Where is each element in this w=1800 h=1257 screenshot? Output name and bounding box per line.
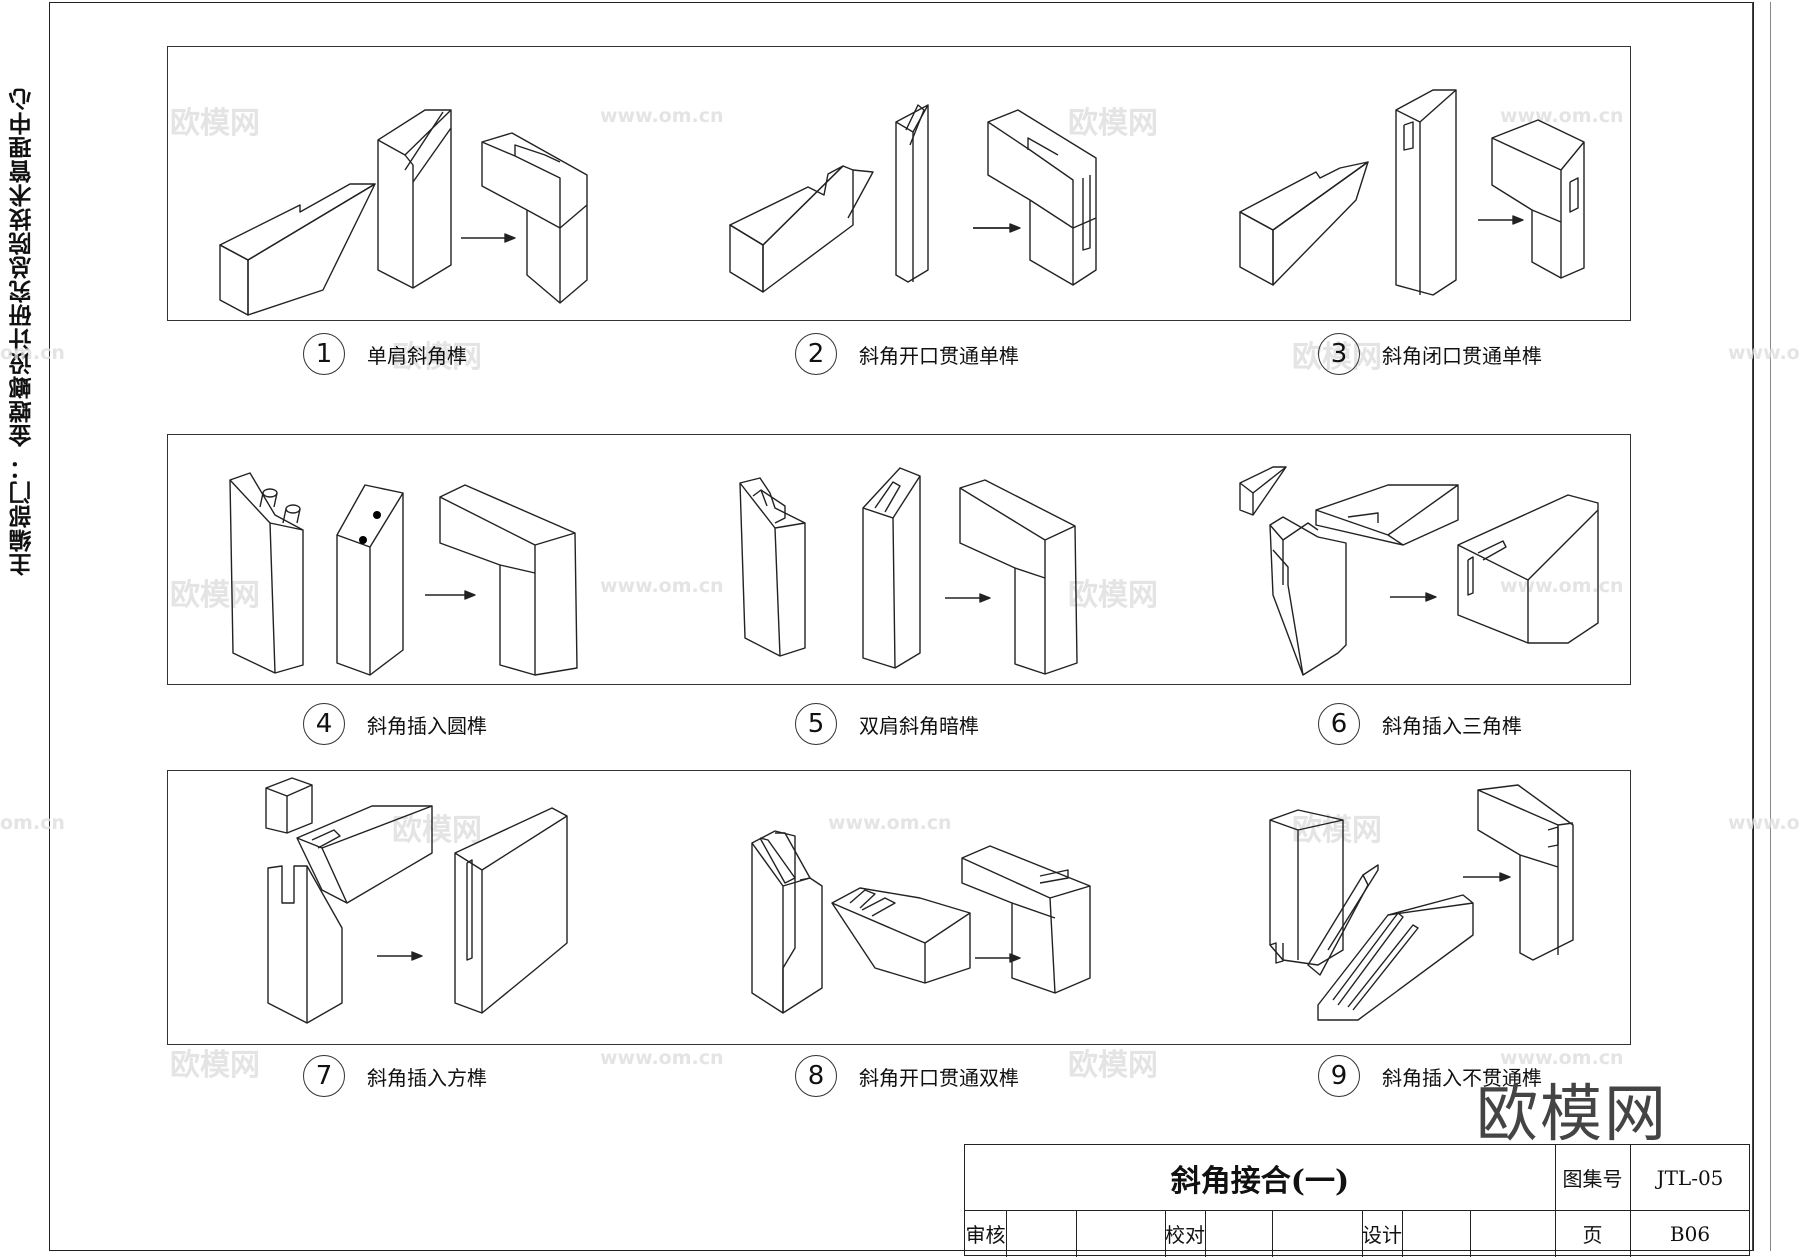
joint-3-drawing bbox=[1239, 89, 1585, 296]
figure-caption-6: 6 斜角插入三角榫 bbox=[1318, 703, 1522, 745]
watermark-url: www.om.cn bbox=[1728, 812, 1800, 834]
diagram-panel-row-3 bbox=[167, 770, 1631, 1045]
figure-label-9: 斜角插入不贯通榫 bbox=[1382, 1065, 1542, 1090]
joint-7-drawing bbox=[265, 777, 568, 1024]
watermark-brand: 欧模网 bbox=[170, 578, 260, 613]
atlas-number-label: 图集号 bbox=[1562, 1167, 1623, 1191]
joint-6-drawing bbox=[1239, 466, 1599, 676]
diagram-panel-row-2 bbox=[167, 434, 1631, 685]
figure-label-5: 双肩斜角暗榫 bbox=[859, 713, 979, 738]
title-block-divider bbox=[1402, 1210, 1403, 1257]
figure-label-8: 斜角开口贯通双榫 bbox=[859, 1065, 1019, 1090]
figure-label-2: 斜角开口贯通单榫 bbox=[859, 343, 1019, 368]
joint-5-drawing bbox=[739, 467, 1078, 675]
title-block-divider bbox=[1076, 1210, 1077, 1257]
watermark-brand: 欧模网 bbox=[1068, 578, 1158, 613]
check-label: 校对 bbox=[1165, 1223, 1205, 1247]
watermark-url: om.cn bbox=[0, 342, 65, 364]
title-block-divider bbox=[1205, 1210, 1206, 1257]
figure-caption-4: 4 斜角插入圆榫 bbox=[303, 703, 487, 745]
figure-label-1: 单肩斜角榫 bbox=[367, 343, 467, 368]
joint-8-drawing bbox=[751, 830, 1091, 1014]
joint-2-drawing bbox=[729, 104, 1097, 293]
figure-number-5: 5 bbox=[795, 703, 837, 745]
review-label: 审核 bbox=[965, 1223, 1006, 1247]
watermark-brand: 欧模网 bbox=[1068, 1048, 1158, 1083]
figure-number-4: 4 bbox=[303, 703, 345, 745]
title-block-divider bbox=[1470, 1210, 1471, 1257]
watermark-brand: 欧模网 bbox=[170, 1048, 260, 1083]
figure-caption-8: 8 斜角开口贯通双榫 bbox=[795, 1055, 1019, 1097]
watermark-url: www.om.cn bbox=[600, 105, 724, 127]
title-block-divider bbox=[1165, 1210, 1166, 1257]
figure-number-3: 3 bbox=[1318, 333, 1360, 375]
figure-label-4: 斜角插入圆榫 bbox=[367, 713, 487, 738]
title-block-divider bbox=[965, 1210, 1749, 1211]
figure-caption-1: 1 单肩斜角榫 bbox=[303, 333, 467, 375]
editorial-department-label: 主编部门： 金螳螂设计研究总院技术管理中心 bbox=[10, 86, 36, 576]
watermark-brand: 欧模网 bbox=[392, 340, 482, 375]
figure-number-1: 1 bbox=[303, 333, 345, 375]
title-block-divider bbox=[1362, 1210, 1363, 1257]
watermark-brand: 欧模网 bbox=[1068, 106, 1158, 141]
watermark-logo: 欧模网 bbox=[1476, 1077, 1669, 1150]
title-block-divider bbox=[1630, 1145, 1631, 1257]
watermark-url: www.om.cn bbox=[828, 812, 952, 834]
watermark-url: www.om.cn bbox=[1500, 575, 1624, 597]
title-block-divider bbox=[1006, 1210, 1007, 1257]
diagram-panel-row-1 bbox=[167, 46, 1631, 321]
watermark-url: www.om.cn bbox=[1500, 1047, 1624, 1069]
watermark-url: om.cn bbox=[0, 812, 65, 834]
figure-label-3: 斜角闭口贯通单榫 bbox=[1382, 343, 1542, 368]
figure-label-7: 斜角插入方榫 bbox=[367, 1065, 487, 1090]
watermark-url: www.om.cn bbox=[600, 1047, 724, 1069]
figure-caption-3: 3 斜角闭口贯通单榫 bbox=[1318, 333, 1542, 375]
design-label: 设计 bbox=[1362, 1223, 1402, 1247]
title-block-divider bbox=[1555, 1145, 1556, 1257]
figure-caption-2: 2 斜角开口贯通单榫 bbox=[795, 333, 1019, 375]
figure-caption-9: 9 斜角插入不贯通榫 bbox=[1318, 1055, 1542, 1097]
watermark-url: www.om.cn bbox=[1728, 342, 1800, 364]
joint-1-drawing bbox=[219, 109, 588, 316]
figure-number-2: 2 bbox=[795, 333, 837, 375]
figure-caption-5: 5 双肩斜角暗榫 bbox=[795, 703, 979, 745]
figure-label-6: 斜角插入三角榫 bbox=[1382, 713, 1522, 738]
figure-number-8: 8 bbox=[795, 1055, 837, 1097]
binding-rule-outer bbox=[1770, 2, 1771, 1251]
figure-number-6: 6 bbox=[1318, 703, 1360, 745]
watermark-brand: 欧模网 bbox=[170, 106, 260, 141]
binding-rule bbox=[1752, 2, 1753, 1251]
drawing-title: 斜角接合(一) bbox=[1170, 1163, 1350, 1199]
atlas-number-value: JTL-05 bbox=[1656, 1165, 1724, 1190]
watermark-brand: 欧模网 bbox=[392, 813, 482, 848]
drawing-frame bbox=[49, 2, 1754, 1251]
watermark-url: www.om.cn bbox=[600, 575, 724, 597]
page-value: B06 bbox=[1669, 1221, 1711, 1246]
title-block: 斜角接合(一) 图集号 JTL-05 审核 校对 设计 页 B06 bbox=[964, 1144, 1750, 1257]
figure-number-9: 9 bbox=[1318, 1055, 1360, 1097]
joint-4-drawing bbox=[229, 472, 578, 676]
watermark-url: www.om.cn bbox=[1500, 105, 1624, 127]
joint-9-drawing bbox=[1269, 784, 1574, 1021]
title-block-divider bbox=[1272, 1210, 1273, 1257]
page-label: 页 bbox=[1582, 1223, 1603, 1247]
figure-caption-7: 7 斜角插入方榫 bbox=[303, 1055, 487, 1097]
figure-number-7: 7 bbox=[303, 1055, 345, 1097]
